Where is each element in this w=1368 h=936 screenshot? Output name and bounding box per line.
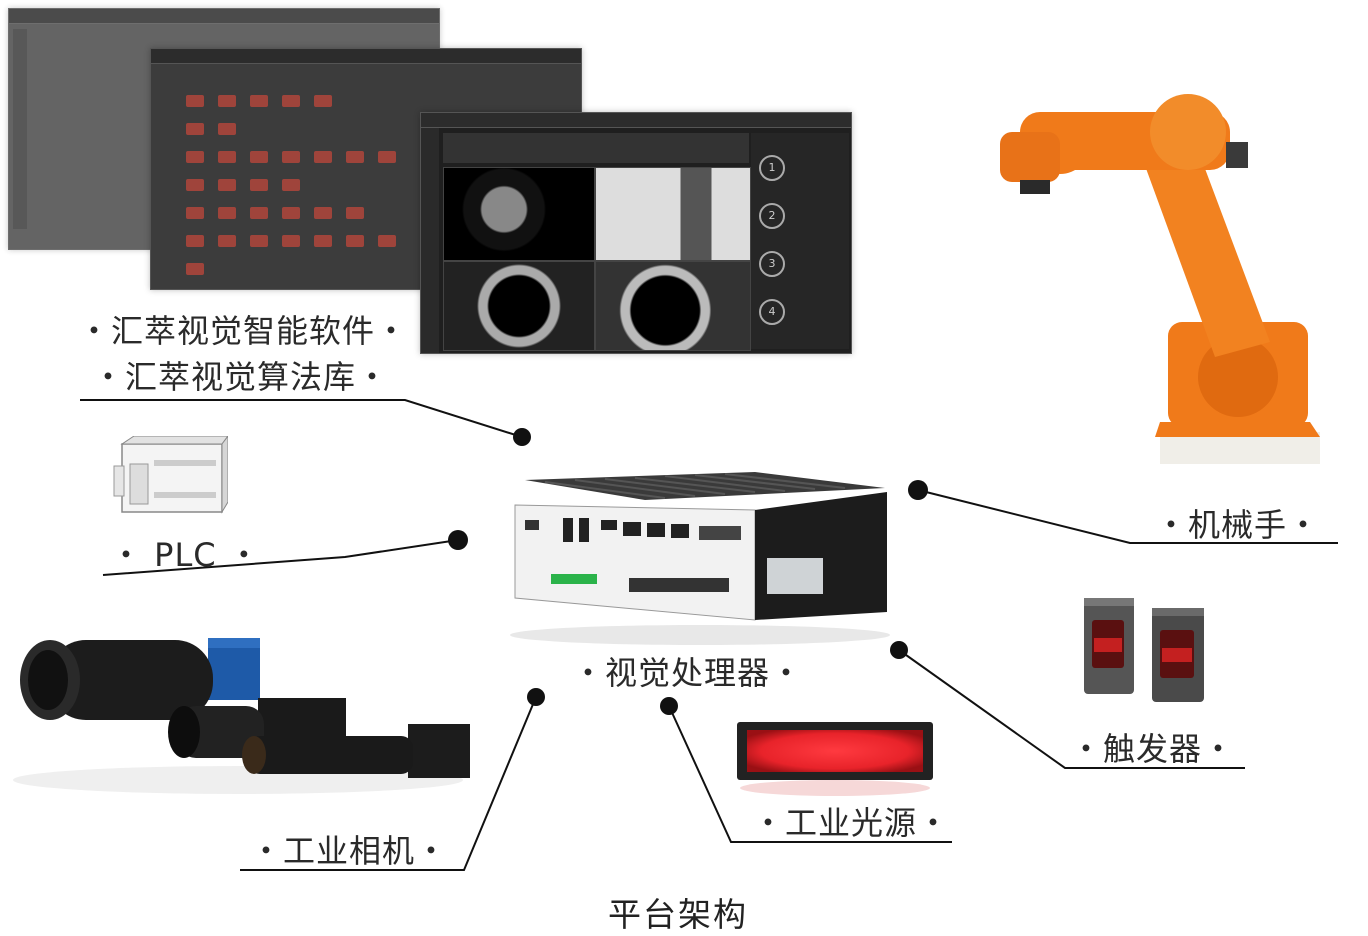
photoelectric-sensor-icon bbox=[1084, 598, 1204, 702]
step-2-icon: 2 bbox=[759, 203, 785, 229]
camera-node bbox=[527, 688, 545, 706]
plc-node bbox=[448, 530, 468, 550]
led-bar-light-icon bbox=[737, 722, 933, 796]
processor-label: ・视觉处理器・ bbox=[572, 654, 804, 692]
steps-panel: 1 2 3 4 bbox=[751, 133, 849, 349]
software-node bbox=[513, 428, 531, 446]
light-label: ・工业光源・ bbox=[752, 804, 951, 842]
software-connector bbox=[80, 399, 523, 438]
plc-label: ・ PLC ・ bbox=[110, 536, 261, 574]
step-3-icon: 3 bbox=[759, 251, 785, 277]
light-node bbox=[660, 697, 678, 715]
trigger-connector bbox=[898, 649, 1245, 769]
vision-processor-icon bbox=[510, 472, 890, 645]
robot-node bbox=[908, 480, 928, 500]
software-label: ・汇萃视觉智能软件・ bbox=[78, 312, 409, 350]
image-view-4 bbox=[595, 261, 751, 351]
light-connector bbox=[668, 705, 952, 843]
algorithm-label: ・汇萃视觉算法库・ bbox=[92, 358, 390, 396]
image-view-1 bbox=[443, 167, 595, 261]
robot-arm-icon bbox=[1000, 94, 1320, 464]
camera-label: ・工业相机・ bbox=[250, 832, 449, 870]
software-window-front: 1 2 3 4 bbox=[420, 112, 852, 354]
step-1-icon: 1 bbox=[759, 155, 785, 181]
trigger-node bbox=[890, 641, 908, 659]
robot-label: ・机械手・ bbox=[1155, 506, 1321, 544]
industrial-camera-icon bbox=[13, 638, 470, 794]
robot-connector bbox=[917, 489, 1338, 544]
camera-connector bbox=[240, 696, 537, 871]
image-view-3 bbox=[443, 261, 595, 351]
step-4-icon: 4 bbox=[759, 299, 785, 325]
diagram-caption: 平台架构 bbox=[608, 895, 748, 934]
plc-connector bbox=[102, 539, 459, 576]
image-view-2 bbox=[595, 167, 751, 261]
trigger-label: ・触发器・ bbox=[1070, 730, 1236, 768]
plc-device-icon bbox=[113, 436, 228, 514]
